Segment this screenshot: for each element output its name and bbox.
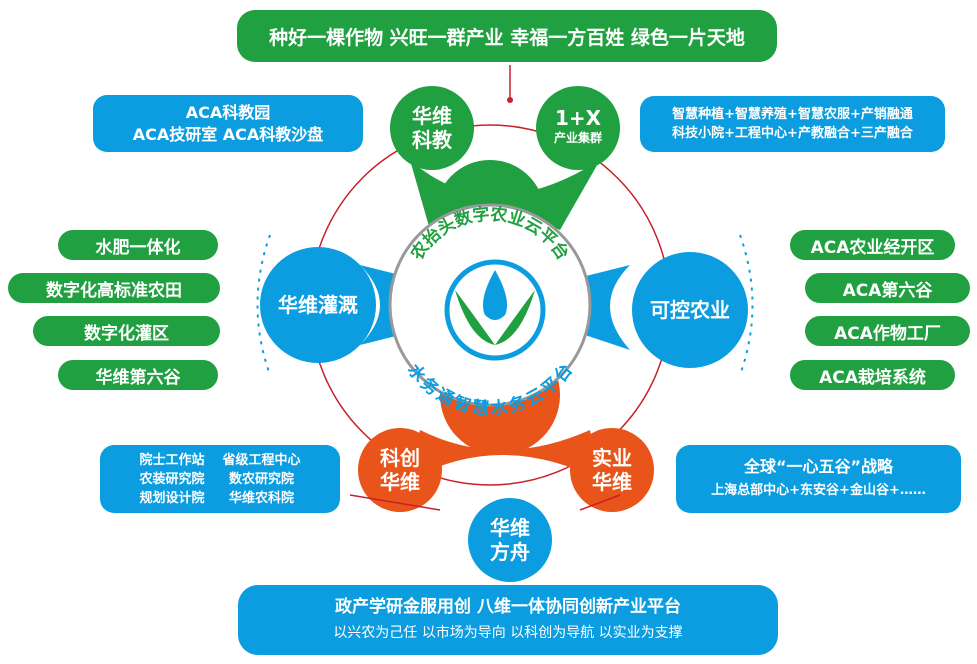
box-item: 院士工作站 xyxy=(139,452,205,468)
box-line: 科技小院+工程中心+产教融合+三产融合 xyxy=(672,126,913,141)
top-right-box: 智慧种植+智慧养殖+智慧农服+产销融通 科技小院+工程中心+产教融合+三产融合 xyxy=(640,96,945,152)
node-shiye[interactable]: 实业 华维 xyxy=(592,446,632,494)
top-left-box: ACA科教园 ACA技研室 ACA科教沙盘 xyxy=(93,95,363,152)
box-item: 农装研究院 xyxy=(139,471,205,487)
bottom-banner: 政产学研金服用创 八维一体协同创新产业平台 以兴农为己任 以市场为导向 以科创为… xyxy=(238,585,778,655)
left-item: 数字化灌区 xyxy=(33,316,220,346)
box-line: 智慧种植+智慧养殖+智慧农服+产销融通 xyxy=(672,107,913,122)
node-fangzhou[interactable]: 华维 方舟 xyxy=(490,516,530,564)
right-item: ACA第六谷 xyxy=(805,273,970,303)
node-chanye[interactable]: 1+X 产业集群 xyxy=(545,106,611,146)
box-line: 上海总部中心+东安谷+金山谷+…… xyxy=(711,483,926,498)
leaf-icon xyxy=(455,290,495,345)
box-item: 华维农科院 xyxy=(229,490,295,506)
left-item: 水肥一体化 xyxy=(58,230,218,260)
node-guangai[interactable]: 华维灌溉 xyxy=(278,293,358,317)
left-item: 华维第六谷 xyxy=(58,360,218,390)
box-item: 省级工程中心 xyxy=(222,452,301,468)
box-line: 全球“一心五谷”战略 xyxy=(743,457,894,476)
node-chanye-sub: 产业集群 xyxy=(553,131,602,145)
left-item: 数字化高标准农田 xyxy=(8,273,220,303)
node-kechuang[interactable]: 科创 华维 xyxy=(380,446,420,494)
bottom-left-box: 院士工作站 省级工程中心 农装研究院 数农研究院 规划设计院 华维农科院 xyxy=(100,445,340,513)
top-banner: 种好一棵作物 兴旺一群产业 幸福一方百姓 绿色一片天地 xyxy=(237,10,777,62)
node-kejiao[interactable]: 华维 科教 xyxy=(412,104,452,152)
box-item: 数农研究院 xyxy=(229,471,295,487)
right-item: ACA农业经开区 xyxy=(790,230,955,260)
bottom-right-box: 全球“一心五谷”战略 上海总部中心+东安谷+金山谷+…… xyxy=(676,445,961,513)
banner-line: 以兴农为己任 以市场为导向 以科创为导航 以实业为支撑 xyxy=(333,625,683,641)
logo-ring xyxy=(444,259,546,361)
right-item: ACA栽培系统 xyxy=(790,360,955,390)
node-kekong[interactable]: 可控农业 xyxy=(650,298,730,322)
water-drop-icon xyxy=(482,270,508,320)
node-chanye-title: 1+X xyxy=(554,106,602,130)
box-item: 规划设计院 xyxy=(139,490,205,506)
box-line: ACA技研室 ACA科教沙盘 xyxy=(132,124,324,144)
box-line: ACA科教园 xyxy=(185,102,271,122)
banner-line: 政产学研金服用创 八维一体协同创新产业平台 xyxy=(335,597,681,617)
right-item: ACA作物工厂 xyxy=(805,316,970,346)
